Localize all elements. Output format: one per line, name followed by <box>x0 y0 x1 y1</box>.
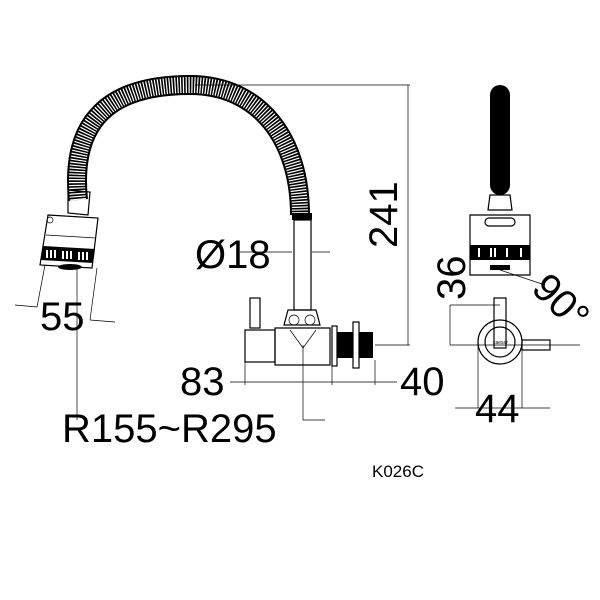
dim-height-label: 241 <box>362 181 406 248</box>
faucet-body <box>244 213 373 369</box>
spray-head <box>39 189 99 270</box>
brand-logo: caesar <box>493 340 508 346</box>
side-view: caesar <box>469 85 551 365</box>
dim-rotation-angle-label: 90° <box>524 265 598 339</box>
dim-side-width-label: 44 <box>475 387 520 431</box>
dim-side-height-label: 36 <box>430 256 474 301</box>
dim-pipe-diameter-label: Ø18 <box>195 233 271 277</box>
dim-thread-length-label: 40 <box>400 360 445 404</box>
dim-body-length-label: 83 <box>180 360 225 404</box>
dim-reach-radius-label: R155~R295 <box>62 407 277 451</box>
dimension-lines <box>14 84 580 421</box>
dim-head-width-label: 55 <box>40 295 85 339</box>
model-code: K026C <box>372 462 424 481</box>
flexible-hose <box>67 74 310 216</box>
